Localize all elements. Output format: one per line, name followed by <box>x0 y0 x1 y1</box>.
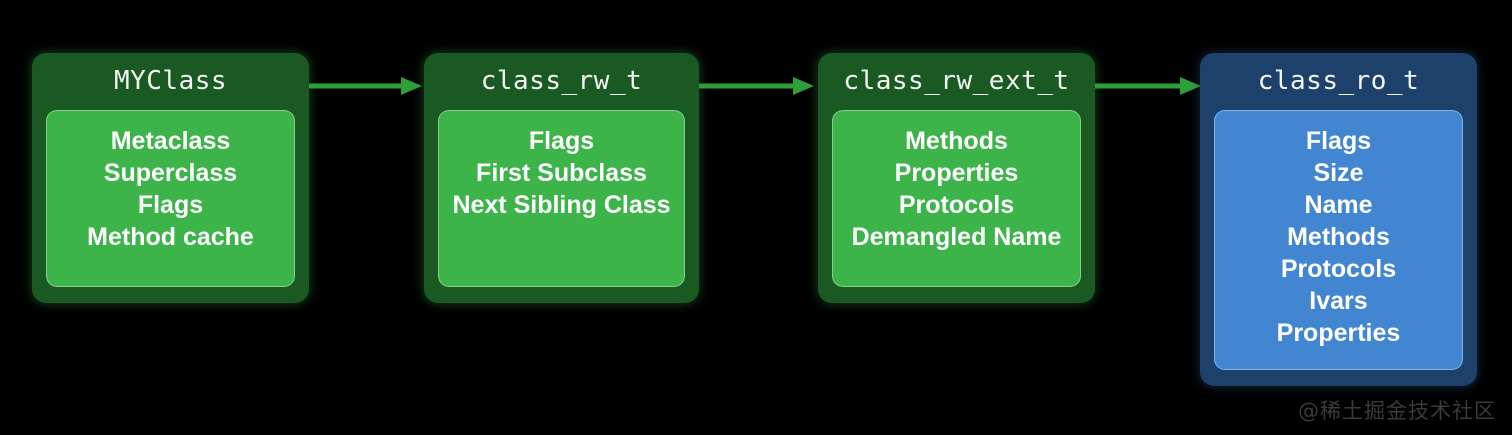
node-title-class-ro-t: class_ro_t <box>1257 66 1420 96</box>
node-row: Metaclass <box>110 127 231 155</box>
node-panel-myclass: Metaclass Superclass Flags Method cache <box>46 110 295 287</box>
node-title-class-rw-t: class_rw_t <box>480 66 643 96</box>
arrow-myclass-to-class-rw-t <box>309 73 424 99</box>
node-row: Properties <box>1276 319 1401 347</box>
node-row: Flags <box>528 127 595 155</box>
node-row: Flags <box>137 191 204 219</box>
node-row: Methods <box>1287 223 1390 251</box>
node-row: Protocols <box>898 191 1015 219</box>
node-row: Size <box>1313 159 1364 187</box>
node-row: First Subclass <box>476 159 647 187</box>
node-row: Name <box>1304 191 1373 219</box>
arrow-class-rw-ext-t-to-class-ro-t <box>1095 73 1203 99</box>
node-row: Ivars <box>1309 287 1368 315</box>
node-panel-class-rw-t: Flags First Subclass Next Sibling Class <box>438 110 685 287</box>
node-panel-class-rw-ext-t: Methods Properties Protocols Demangled N… <box>832 110 1081 287</box>
arrow-class-rw-t-to-class-rw-ext-t <box>699 73 816 99</box>
node-row: Method cache <box>87 223 254 251</box>
node-row: Superclass <box>103 159 238 187</box>
node-row: Flags <box>1305 127 1372 155</box>
node-title-myclass: MYClass <box>113 66 228 96</box>
node-class-ro-t: class_ro_t Flags Size Name Methods Proto… <box>1200 53 1477 386</box>
node-title-class-rw-ext-t: class_rw_ext_t <box>843 66 1070 96</box>
node-panel-class-ro-t: Flags Size Name Methods Protocols Ivars … <box>1214 110 1463 370</box>
node-myclass: MYClass Metaclass Superclass Flags Metho… <box>32 53 309 303</box>
node-row: Next Sibling Class <box>452 191 671 219</box>
node-row: Demangled Name <box>851 223 1062 251</box>
node-class-rw-t: class_rw_t Flags First Subclass Next Sib… <box>424 53 699 303</box>
node-class-rw-ext-t: class_rw_ext_t Methods Properties Protoc… <box>818 53 1095 303</box>
watermark: @稀土掘金技术社区 <box>1298 399 1496 423</box>
node-row: Methods <box>905 127 1008 155</box>
node-row: Properties <box>894 159 1019 187</box>
node-row: Protocols <box>1280 255 1397 283</box>
